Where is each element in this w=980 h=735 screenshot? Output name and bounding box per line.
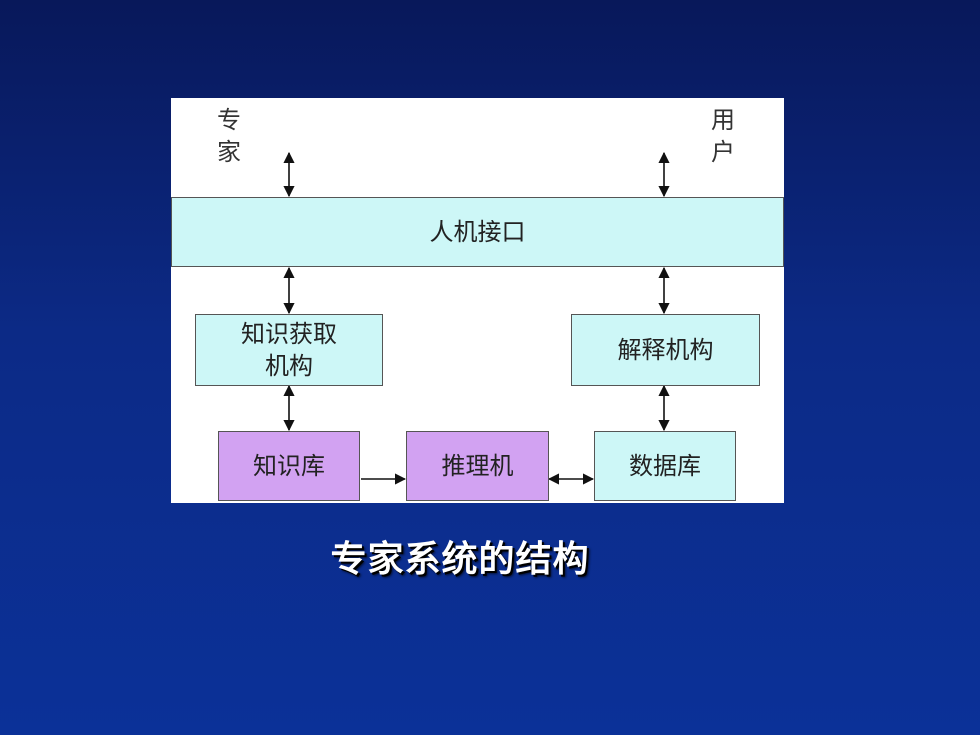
expert-label: 专家 xyxy=(217,106,241,166)
human-machine-interface-label: 人机接口 xyxy=(429,218,526,246)
knowledge-acquisition-box: 知识获取 机构 xyxy=(195,314,383,386)
expert-system-diagram: 专家 用户 人机接口 知识获取 机构 解释机构 知识库 推理机 数据库 xyxy=(171,98,784,503)
inference-engine-box: 推理机 xyxy=(406,431,549,501)
slide-caption: 专家系统的结构 xyxy=(330,539,590,580)
user-label: 用户 xyxy=(711,106,735,166)
knowledge-base-label: 知识库 xyxy=(253,452,325,480)
knowledge-acquisition-line-2: 机构 xyxy=(265,352,313,380)
knowledge-acquisition-line-1: 知识获取 xyxy=(241,320,337,348)
human-machine-interface-box: 人机接口 xyxy=(171,197,784,267)
database-box: 数据库 xyxy=(594,431,736,501)
explanation-label: 解释机构 xyxy=(617,336,714,364)
database-label: 数据库 xyxy=(629,452,701,480)
explanation-box: 解释机构 xyxy=(571,314,760,386)
knowledge-base-box: 知识库 xyxy=(218,431,360,501)
connector-arrows xyxy=(283,151,670,485)
inference-engine-label: 推理机 xyxy=(441,452,514,480)
